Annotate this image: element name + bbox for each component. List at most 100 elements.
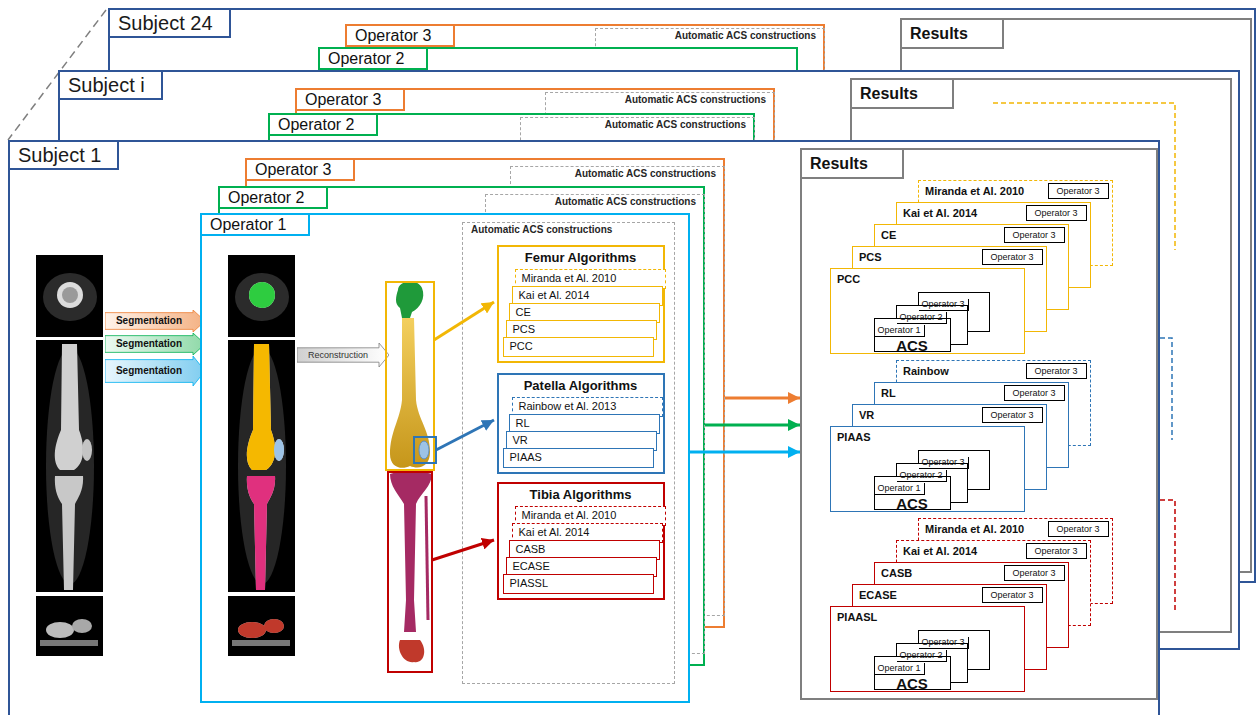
operator-title: Operator 2: [268, 113, 378, 136]
result-box-edge: [1160, 500, 1175, 610]
section-label: Automatic ACS constructions: [596, 29, 824, 43]
operator-tab: Operator 3: [1026, 205, 1087, 221]
ct-slice: [36, 255, 103, 337]
subject-title: Subject 24: [108, 8, 231, 38]
bone-reconstruction: [386, 281, 494, 672]
operator-label: Operator 3: [983, 408, 1042, 422]
soft-tissue: [43, 273, 97, 321]
subject-title: Subject i: [58, 70, 163, 100]
operator-title: Operator 2: [318, 47, 428, 70]
subject-panel: Subject 1SegmentationSegmentationSegment…: [8, 140, 1160, 715]
operator-tab: Operator 3: [1004, 385, 1065, 401]
patella-model: [419, 441, 429, 459]
method-label: PIAAS: [504, 449, 653, 464]
fibula-model: [426, 496, 428, 620]
operator-label: Operator 2: [897, 312, 947, 324]
foot-section: [46, 622, 74, 638]
arrow-label: Segmentation: [105, 356, 205, 386]
reconstruction-arrow: Reconstruction: [297, 343, 389, 367]
operator-label: Operator 3: [983, 250, 1042, 264]
ct-slice: [36, 340, 103, 592]
acs-label: ACS: [875, 337, 950, 355]
arrow-label: Reconstruction: [297, 343, 389, 367]
soft-tissue: [46, 348, 94, 584]
operator-label: Operator 3: [1027, 364, 1086, 378]
result-box-edge: [993, 103, 1175, 250]
method-label: CASB: [510, 541, 659, 556]
operator-title: Operator 2: [218, 186, 328, 209]
method-label: CE: [510, 304, 659, 319]
group-title: Patella Algorithms: [499, 375, 663, 394]
algorithm-box: PIASSL: [503, 574, 654, 594]
operator-label: Operator 3: [983, 588, 1042, 602]
operator-title: Operator 3: [345, 24, 455, 47]
operator-tab: Operator 3: [1004, 565, 1065, 581]
section-label: Automatic ACS constructions: [521, 118, 754, 132]
distal-model: [399, 640, 424, 662]
operator-label: Operator 2: [897, 650, 947, 662]
algorithm-box: PIAAS: [503, 448, 654, 468]
operator-label: Operator 3: [1005, 228, 1064, 242]
operator-label: Operator 3: [1049, 184, 1108, 198]
result-box: PCCOperator 3Operator 2Operator 1ACS: [830, 268, 1025, 354]
method-label: PIASSL: [504, 575, 653, 590]
algorithm-group: Patella AlgorithmsRainbow et Al. 2013RL V…: [497, 373, 665, 474]
method-label: RL: [510, 415, 659, 430]
method-label: PCC: [504, 338, 653, 353]
section-label: Automatic ACS constructions: [486, 195, 704, 209]
tibia-model: [390, 471, 432, 632]
femoral-head-mask: [249, 282, 275, 308]
operator-title: Operator 1: [200, 213, 310, 236]
bone-section: [57, 282, 83, 308]
patella-frame: [414, 437, 436, 463]
segmentation-arrow: Segmentation: [105, 333, 205, 355]
flow-arrow: [690, 451, 800, 454]
method-label: PCS: [507, 321, 656, 336]
foot-section: [40, 640, 98, 646]
group-title: Femur Algorithms: [499, 247, 663, 266]
operator-tab: Operator 3: [1048, 521, 1109, 537]
automatic-acs-box: Automatic ACS constructionsFemur Algorit…: [462, 222, 675, 684]
operator-label: Operator 1: [875, 483, 925, 495]
foot-mask: [264, 619, 284, 633]
operator-label: Operator 3: [1005, 386, 1064, 400]
operator-label: Operator 1: [875, 663, 925, 675]
femoral-head-model: [396, 281, 423, 318]
result-box-edge: [1160, 338, 1172, 440]
flow-arrow: [725, 397, 800, 400]
operator-tab: Operator 3: [1004, 227, 1065, 243]
method-label: PIAAS: [831, 427, 1024, 448]
method-label: Miranda et Al. 2010: [516, 270, 665, 285]
operator-label: Operator 1: [875, 325, 925, 337]
arrow-outline: [105, 333, 205, 355]
operator-tab: Operator 3: [982, 587, 1043, 603]
operator-panel: Operator 1 Reconstruction Automatic ACS co…: [200, 213, 690, 703]
operator-label: Operator 2: [897, 470, 947, 482]
operator-label: Operator 3: [919, 457, 969, 469]
foot-section: [72, 619, 92, 633]
operator-title: Operator 3: [245, 158, 355, 181]
acs-label: ACS: [875, 495, 950, 513]
method-label: VR: [507, 432, 656, 447]
perspective-line: [8, 10, 106, 140]
femur-arrow: [434, 302, 494, 340]
operator-tab: Operator 3: [1026, 363, 1087, 379]
acs-label: ACS: [875, 675, 950, 693]
results-title: Results: [900, 18, 1004, 49]
group-title: Tibia Algorithms: [499, 484, 663, 503]
arrow-outline: [105, 356, 205, 386]
ct-slice: [36, 596, 103, 656]
femur-model: [390, 318, 430, 468]
method-label: Kai et Al. 2014: [513, 287, 662, 302]
operator-label: Operator 3: [1005, 566, 1064, 580]
method-label: Rainbow et Al. 2013: [513, 398, 662, 413]
operator-label: Operator 3: [1049, 522, 1108, 536]
arrow-label: Segmentation: [105, 310, 205, 332]
operator-title: Operator 3: [295, 88, 405, 111]
operator-label: Operator 3: [1027, 206, 1086, 220]
operator-tab: Operator 3: [982, 249, 1043, 265]
tibia-section: [55, 476, 83, 590]
arrow-outline: [297, 343, 389, 367]
